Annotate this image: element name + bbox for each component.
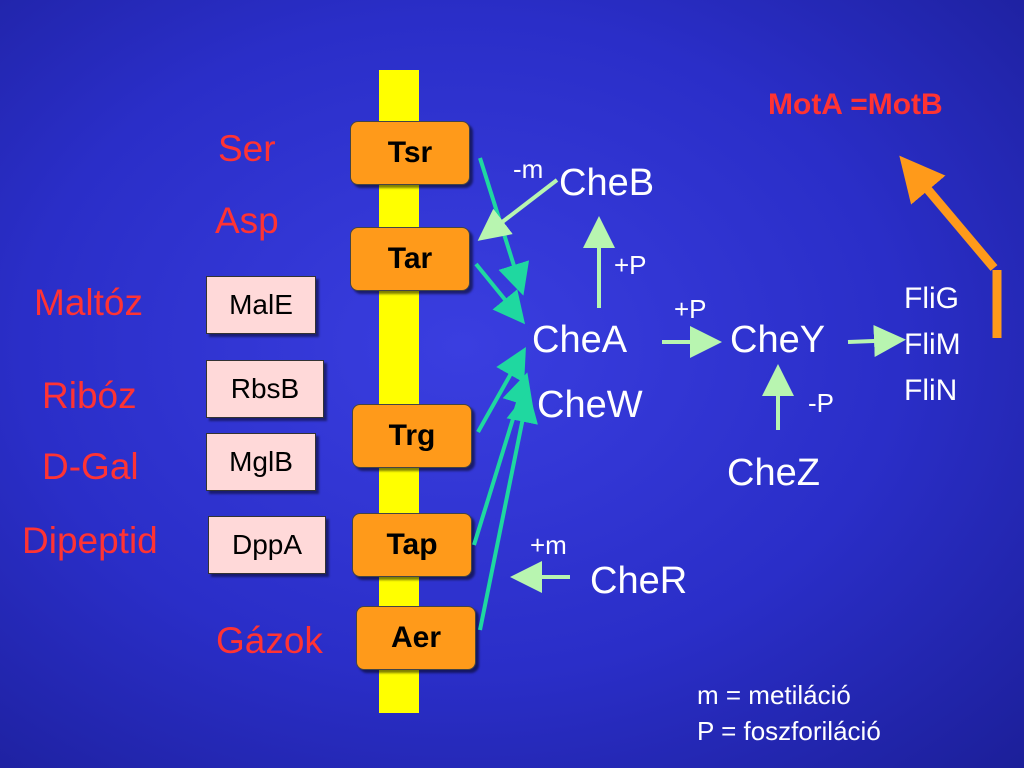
label-cher-plus-m: +m	[530, 530, 567, 560]
receptor-trg: Trg	[352, 404, 472, 468]
arrow-tap-to-chea	[472, 372, 534, 546]
protein-chew: CheW	[537, 384, 643, 426]
label-cheb-plus-p: +P	[614, 250, 647, 280]
binding-protein-dppa: DppA	[208, 516, 326, 574]
ligand-ser: Ser	[218, 128, 276, 169]
protein-chez: CheZ	[727, 452, 820, 494]
arrow-chey-to-motor	[847, 324, 906, 357]
label-chez-minus-p: -P	[808, 388, 834, 418]
receptor-tsr: Tsr	[350, 121, 470, 185]
arrow-aer-to-chea	[478, 390, 538, 631]
arrow-trg-to-chea	[476, 347, 526, 433]
label-chey-plus-p: +P	[674, 294, 707, 324]
protein-cheb: CheB	[559, 162, 655, 204]
motor-flig: FliG	[904, 282, 959, 315]
label-cheb-minus-m: -m	[513, 154, 544, 184]
arrow-tar-to-chea	[474, 262, 526, 325]
legend-phosphorylation: P = foszforiláció	[697, 716, 881, 746]
ligand-riboz: Ribóz	[42, 375, 137, 416]
arrow-cheb-to-tar	[477, 178, 559, 241]
binding-protein-male: MalE	[206, 276, 316, 334]
binding-protein-rbsb: RbsB	[206, 360, 324, 418]
protein-chea: CheA	[532, 319, 628, 361]
motor-flim: FliM	[904, 328, 961, 361]
arrow-motor-to-mota	[899, 155, 998, 271]
receptor-tap: Tap	[352, 513, 472, 577]
protein-cher: CheR	[590, 560, 688, 602]
ligand-dipeptid: Dipeptid	[22, 520, 158, 561]
title-mota-motb: MotA =MotB	[768, 88, 943, 121]
binding-protein-mglb: MglB	[206, 433, 316, 491]
ligand-asp: Asp	[215, 200, 279, 241]
motor-flin: FliN	[904, 374, 958, 407]
receptor-tar: Tar	[350, 227, 470, 291]
legend-methylation: m = metiláció	[697, 680, 851, 710]
ligand-dgal: D-Gal	[42, 446, 139, 487]
receptor-aer: Aer	[356, 606, 476, 670]
ligand-maltoz: Maltóz	[34, 282, 143, 323]
ligand-gazok: Gázok	[216, 620, 323, 661]
protein-chey: CheY	[730, 319, 826, 361]
